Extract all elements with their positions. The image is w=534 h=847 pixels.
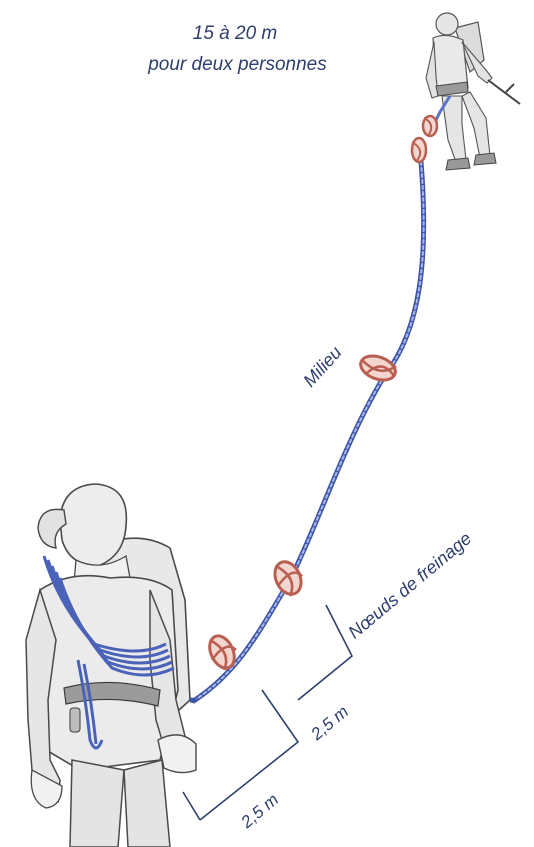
middle-knot <box>357 352 398 385</box>
rope <box>195 150 424 700</box>
lead-climber-figure <box>426 13 520 170</box>
subtitle-two-people: pour deux personnes <box>120 55 355 74</box>
top-knot-lower <box>412 138 426 162</box>
top-knot-upper <box>423 116 437 136</box>
second-climber-figure <box>26 484 196 847</box>
braking-knot-upper <box>270 558 306 599</box>
title-rope-length: 15 à 20 m <box>150 24 320 43</box>
